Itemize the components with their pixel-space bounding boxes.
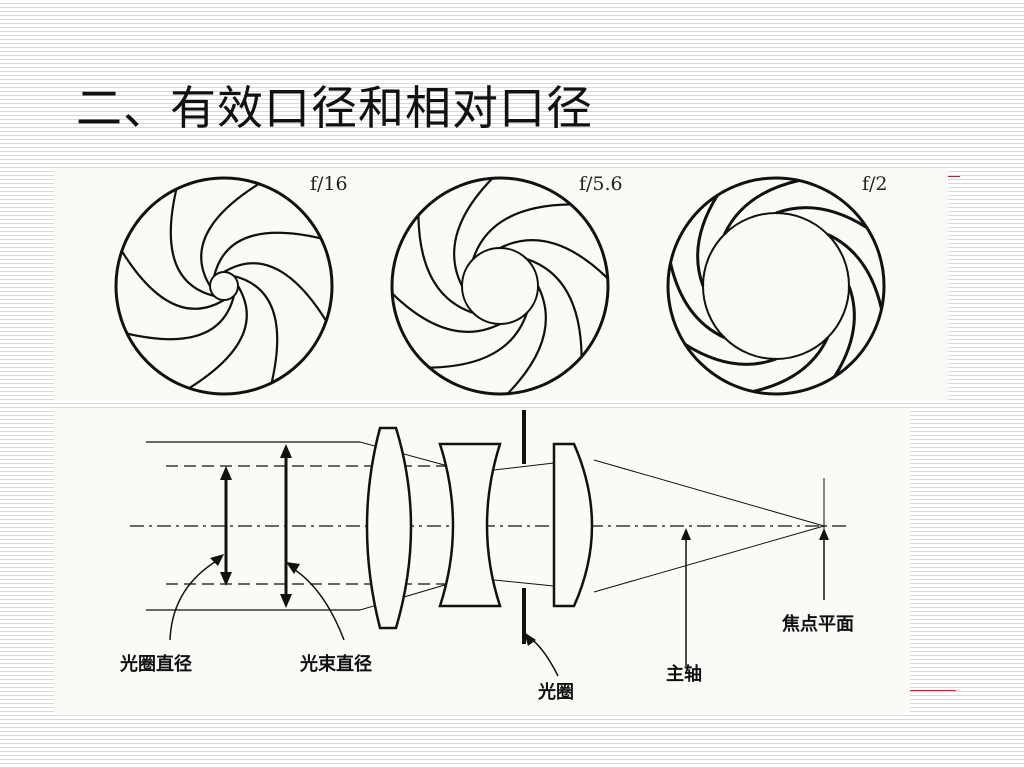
iris-blade — [775, 206, 868, 229]
iris-blade — [526, 258, 583, 357]
iris-blade — [391, 292, 501, 333]
label-aperture-diameter: 光圈直径 — [119, 653, 192, 675]
label-beam-diameter: 光束直径 — [299, 653, 372, 675]
iris-f2 — [666, 176, 886, 396]
iris-blade — [833, 285, 856, 378]
aperture-label-f5-6: f/5.6 — [579, 173, 623, 195]
iris-blade — [169, 188, 215, 297]
label-focal-plane: 焦点平面 — [781, 613, 854, 635]
iris-blade — [429, 312, 528, 369]
iris-blade — [669, 262, 726, 339]
lens-diagram-svg: 光圈直径 光束直径 光圈 主轴 焦点平面 — [119, 410, 854, 703]
aperture-label-f16: f/16 — [310, 173, 348, 195]
iris-blade — [696, 194, 719, 287]
iris-blade — [826, 233, 883, 310]
iris-blade — [472, 203, 571, 260]
accent-mark-top — [948, 176, 960, 177]
rear-convex-lens — [552, 442, 594, 608]
iris-blade — [723, 179, 800, 236]
iris-blade — [499, 239, 609, 280]
iris-blade — [506, 285, 547, 395]
beam-diameter-leader — [291, 567, 345, 641]
front-convex-lens — [365, 426, 413, 630]
label-aperture: 光圈 — [537, 681, 574, 703]
principal-axis-pointer — [681, 528, 691, 666]
iris-blade — [752, 336, 829, 393]
iris-blade — [200, 182, 260, 287]
aperture-iris-svg: f/16 f/5.6 f/2 — [114, 173, 888, 396]
accent-mark-bottom — [910, 690, 956, 691]
iris-blade — [120, 250, 225, 310]
iris-blade — [453, 177, 494, 287]
iris-blade — [188, 285, 248, 390]
iris-blade — [417, 215, 474, 314]
label-principal-axis: 主轴 — [666, 663, 702, 685]
lens-diagram: 光圈直径 光束直径 光圈 主轴 焦点平面 — [54, 408, 910, 714]
aperture-label-f2: f/2 — [862, 173, 888, 195]
slide-title: 二、有效口径和相对口径 — [76, 81, 593, 135]
aperture-leader — [529, 637, 559, 677]
focal-plane-pointer — [819, 528, 829, 600]
iris-f5-6 — [390, 176, 610, 396]
iris-blade — [213, 231, 322, 277]
beam-diameter-arrow — [280, 444, 292, 608]
aperture-figure: f/16 f/5.6 f/2 — [54, 168, 948, 400]
iris-blade — [223, 262, 328, 322]
iris-f16 — [114, 176, 334, 396]
concave-lens — [438, 442, 502, 608]
iris-blade — [233, 275, 279, 384]
aperture-diameter-leader — [169, 559, 219, 641]
aperture-diameter-arrow — [220, 466, 232, 586]
iris-blade — [684, 343, 777, 366]
iris-blade — [126, 295, 235, 341]
